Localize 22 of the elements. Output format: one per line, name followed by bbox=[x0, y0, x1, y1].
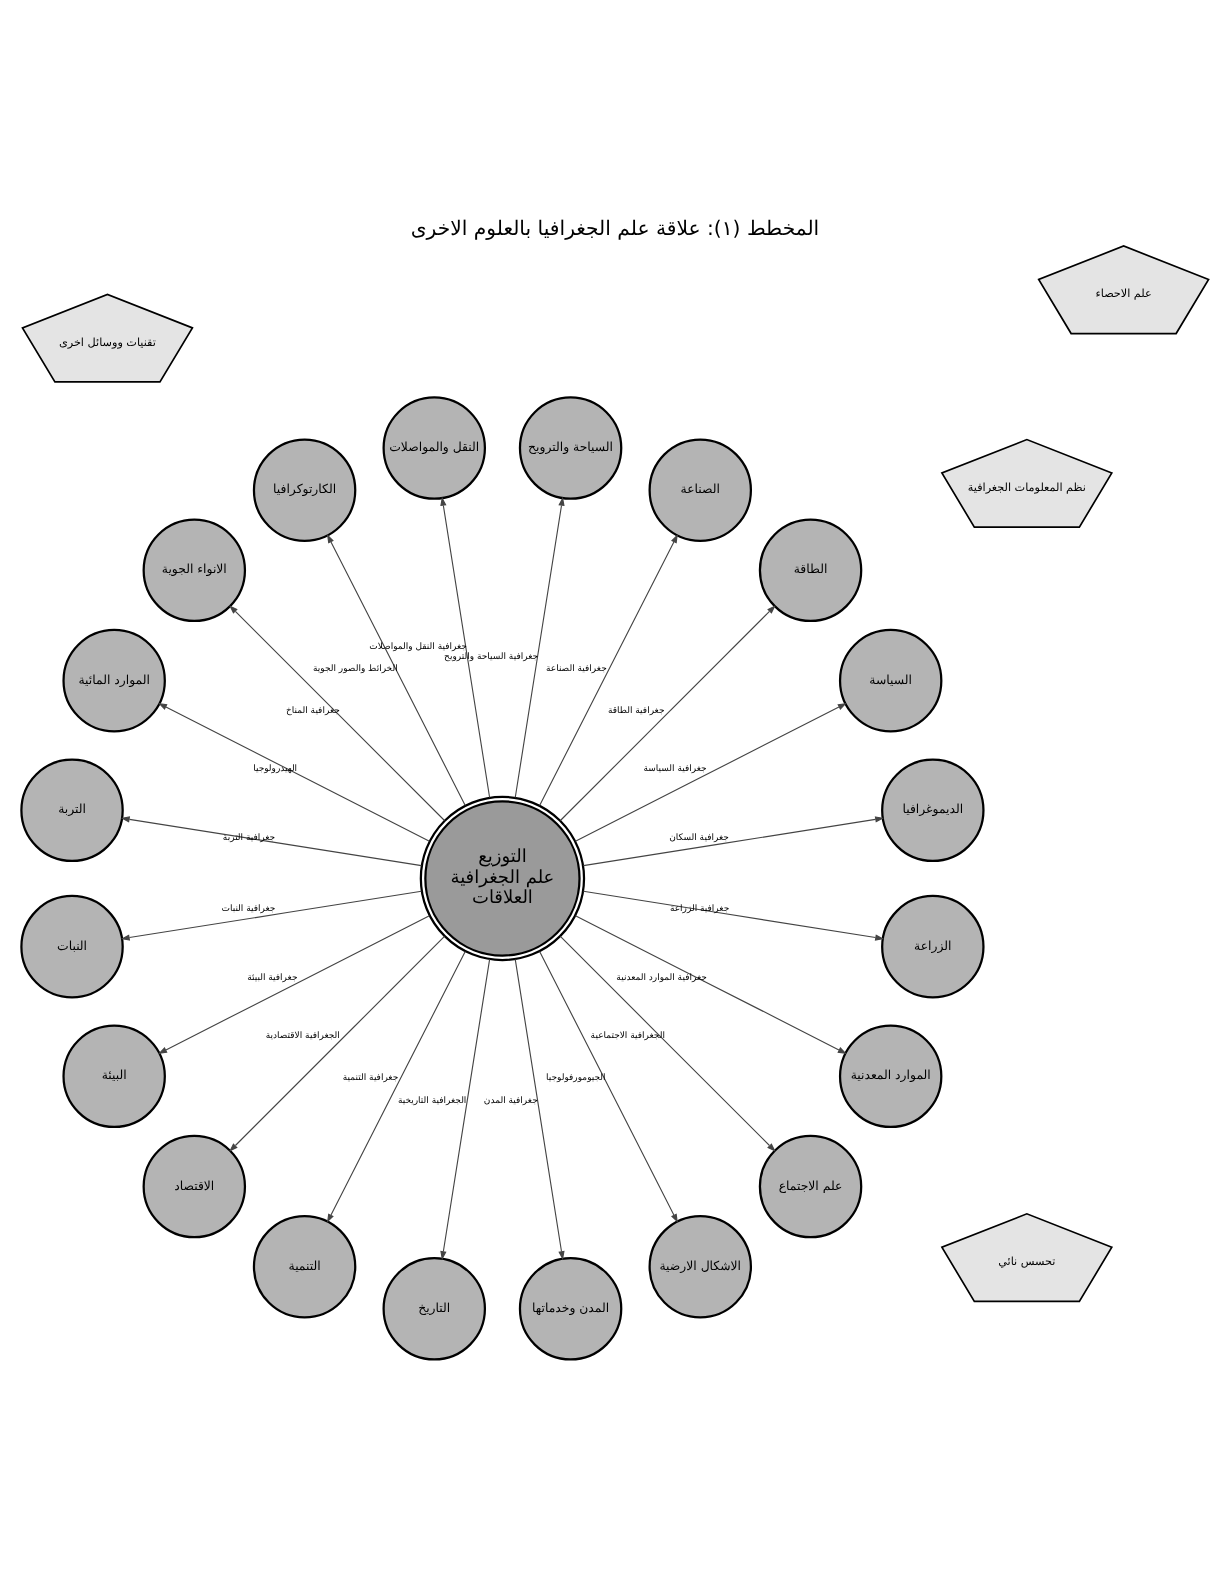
arrow bbox=[582, 815, 885, 866]
arrow bbox=[539, 533, 678, 805]
arrow bbox=[440, 495, 491, 798]
arrow bbox=[120, 889, 423, 940]
diagram-title: المخطط (١): علاقة علم الجغرافيا بالعلوم الاخرى bbox=[410, 218, 820, 241]
arrow bbox=[158, 914, 430, 1053]
arrow bbox=[229, 934, 446, 1151]
node-circle: التوزيع علم الجغرافية العلاقات bbox=[419, 794, 586, 961]
arrow bbox=[574, 702, 847, 841]
arrow bbox=[514, 957, 565, 1260]
arrow bbox=[582, 889, 885, 940]
arrow bbox=[539, 949, 678, 1222]
arrow bbox=[514, 495, 565, 798]
arrow bbox=[559, 934, 776, 1151]
arrow bbox=[559, 604, 776, 821]
arrow bbox=[158, 702, 430, 841]
arrow bbox=[229, 604, 446, 821]
arrow bbox=[326, 949, 466, 1222]
arrow bbox=[326, 533, 466, 805]
arrow bbox=[574, 914, 847, 1053]
arrow bbox=[120, 815, 423, 866]
arrow bbox=[440, 957, 491, 1260]
